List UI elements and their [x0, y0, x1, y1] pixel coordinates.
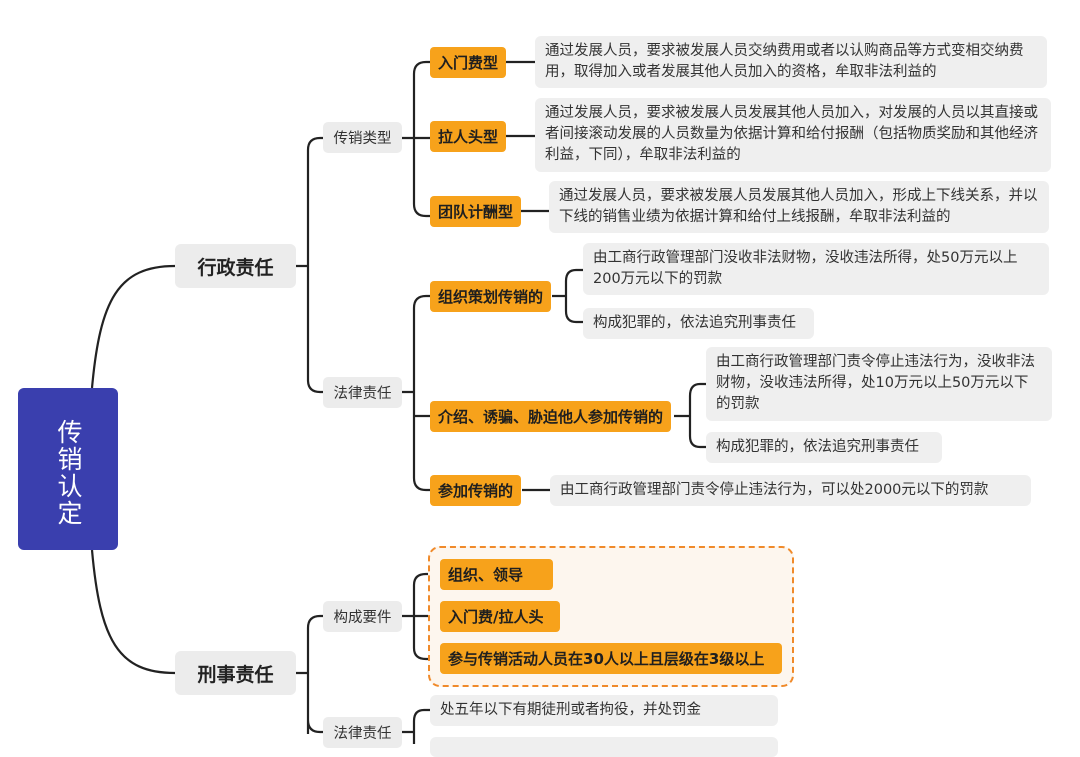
criminal-legal-item-partial: [430, 737, 778, 757]
element-tag-label: 组织、领导: [448, 566, 524, 584]
admin-label: 行政责任: [197, 256, 274, 279]
root-node: 传销认定: [18, 388, 118, 550]
legal-penalty-text: 由工商行政管理部门责令停止违法行为，可以处2000元以下的罚款: [560, 482, 989, 498]
legal-penalty-text: 由工商行政管理部门没收非法财物，没收违法所得，处50万元以上200万元以下的罚款: [593, 250, 1018, 287]
criminal-legal-text: 处五年以下有期徒刑或者拘役，并处罚金: [440, 702, 701, 718]
legal-criminal-induce: 构成犯罪的，依法追究刑事责任: [706, 432, 942, 463]
elements-node: 构成要件: [323, 601, 402, 632]
legal-criminal-organize: 构成犯罪的，依法追究刑事责任: [583, 308, 814, 339]
legal-penalty-participate: 由工商行政管理部门责令停止违法行为，可以处2000元以下的罚款: [550, 475, 1031, 506]
criminal-legal-node: 法律责任: [323, 717, 402, 748]
criminal-legal-label: 法律责任: [333, 726, 392, 742]
type-desc-text: 通过发展人员，要求被发展人员发展其他人员加入，对发展的人员以其直接或者间接滚动发…: [545, 105, 1038, 163]
legal-tag-label: 参加传销的: [438, 482, 514, 500]
type-tag-team-pay: 团队计酬型: [430, 196, 522, 227]
type-desc-headcount: 通过发展人员，要求被发展人员发展其他人员加入，对发展的人员以其直接或者间接滚动发…: [535, 98, 1051, 172]
legal-penalty-organize: 由工商行政管理部门没收非法财物，没收违法所得，处50万元以上200万元以下的罚款: [583, 243, 1049, 295]
legal-criminal-text: 构成犯罪的，依法追究刑事责任: [716, 439, 919, 455]
types-label: 传销类型: [333, 131, 392, 147]
legal-tag-organize: 组织策划传销的: [430, 281, 552, 312]
admin-legal-label: 法律责任: [333, 386, 392, 402]
element-tag-label: 参与传销活动人员在30人以上且层级在3级以上: [448, 650, 765, 668]
type-desc-entry-fee: 通过发展人员，要求被发展人员交纳费用或者以认购商品等方式变相交纳费用，取得加入或…: [535, 36, 1047, 88]
type-tag-label: 拉人头型: [438, 128, 499, 146]
legal-tag-label: 组织策划传销的: [438, 288, 544, 306]
element-tag-fee-headcount: 入门费/拉人头: [440, 601, 560, 632]
type-tag-label: 入门费型: [438, 54, 499, 72]
admin-legal-node: 法律责任: [323, 377, 402, 408]
legal-penalty-induce: 由工商行政管理部门责令停止违法行为，没收非法财物，没收违法所得，处10万元以上5…: [706, 347, 1052, 421]
criminal-legal-item: 处五年以下有期徒刑或者拘役，并处罚金: [430, 695, 778, 726]
type-desc-team-pay: 通过发展人员，要求被发展人员发展其他人员加入，形成上下线关系，并以下线的销售业绩…: [549, 181, 1049, 233]
criminal-label: 刑事责任: [197, 663, 274, 686]
admin-node: 行政责任: [175, 244, 296, 288]
legal-tag-label: 介绍、诱骗、胁迫他人参加传销的: [438, 408, 664, 426]
type-desc-text: 通过发展人员，要求被发展人员交纳费用或者以认购商品等方式变相交纳费用，取得加入或…: [545, 43, 1024, 80]
criminal-node: 刑事责任: [175, 651, 296, 695]
legal-tag-participate: 参加传销的: [430, 475, 522, 506]
legal-penalty-text: 由工商行政管理部门责令停止违法行为，没收非法财物，没收违法所得，处10万元以上5…: [716, 354, 1035, 412]
element-tag-organize: 组织、领导: [440, 559, 553, 590]
element-tag-label: 入门费/拉人头: [448, 608, 544, 626]
types-node: 传销类型: [323, 122, 402, 153]
type-tag-label: 团队计酬型: [438, 203, 514, 221]
legal-criminal-text: 构成犯罪的，依法追究刑事责任: [593, 315, 796, 331]
legal-tag-induce: 介绍、诱骗、胁迫他人参加传销的: [430, 401, 672, 432]
elements-label: 构成要件: [333, 610, 392, 626]
type-tag-entry-fee: 入门费型: [430, 47, 507, 78]
type-desc-text: 通过发展人员，要求被发展人员发展其他人员加入，形成上下线关系，并以下线的销售业绩…: [559, 188, 1038, 225]
element-tag-threshold: 参与传销活动人员在30人以上且层级在3级以上: [440, 643, 782, 674]
type-tag-headcount: 拉人头型: [430, 121, 507, 152]
root-label: 传销认定: [54, 419, 83, 527]
